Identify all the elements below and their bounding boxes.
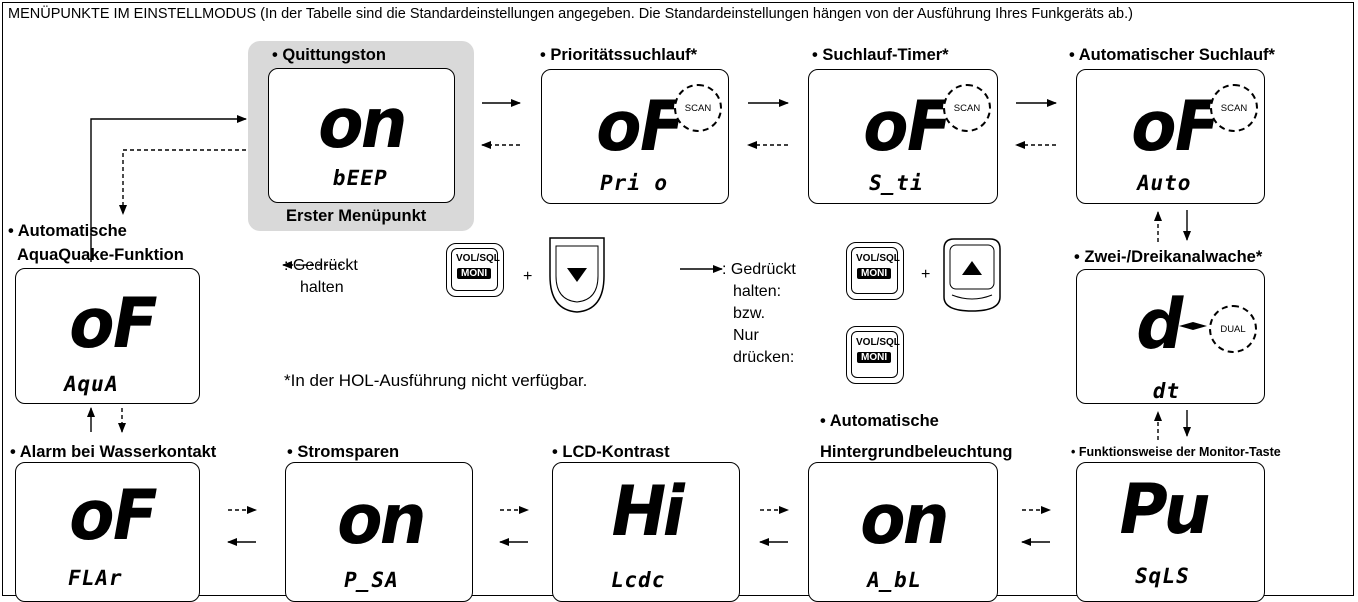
scan-badge-prio: SCAN bbox=[674, 84, 722, 132]
display-quittungston: on bEEP bbox=[268, 68, 455, 203]
legend-solid-label-3: bzw. bbox=[733, 305, 766, 322]
dual-badge: DUAL bbox=[1209, 305, 1257, 353]
legend-solid-label-4: Nur bbox=[733, 327, 759, 344]
display-alarm: oF FLAr bbox=[15, 462, 200, 602]
legend-dashed-label-2: halten bbox=[300, 279, 344, 296]
title-prio: • Prioritätssuchlauf* bbox=[540, 46, 698, 64]
display-power: on P_SA bbox=[285, 462, 473, 602]
display-timer: oF S_ti SCAN bbox=[808, 69, 998, 204]
arrow-dashed-from-first bbox=[119, 149, 246, 215]
dual-indicator-icon bbox=[1179, 322, 1207, 330]
title-backlight-2: Hintergrundbeleuchtung bbox=[820, 443, 1013, 461]
legend-solid-label-2: halten: bbox=[733, 283, 782, 300]
display-prio: oF Pri o SCAN bbox=[541, 69, 729, 204]
plus-sign-2: + bbox=[921, 266, 931, 283]
up-key-icon bbox=[942, 237, 1002, 313]
title-backlight-1: • Automatische bbox=[820, 412, 939, 430]
arrow-solid-to-first bbox=[90, 115, 247, 262]
display-monitor: Pu SqLS bbox=[1076, 462, 1265, 602]
display-auto-scan: oF Auto SCAN bbox=[1076, 69, 1265, 204]
title-monitor: • Funktionsweise der Monitor-Taste bbox=[1071, 445, 1281, 459]
down-key-icon bbox=[548, 236, 606, 314]
title-contrast: • LCD-Kontrast bbox=[552, 443, 670, 461]
display-aqua: oF AquA bbox=[15, 268, 200, 404]
plus-sign-1: + bbox=[523, 268, 533, 285]
title-aqua-2: AquaQuake-Funktion bbox=[17, 246, 184, 264]
title-aqua-1: • Automatische bbox=[8, 222, 127, 240]
title-alarm: • Alarm bei Wasserkontakt bbox=[10, 443, 217, 461]
display-dual: d dt DUAL bbox=[1076, 269, 1265, 404]
title-dual: • Zwei-/Dreikanalwache* bbox=[1074, 248, 1263, 266]
legend-solid-label-5: drücken: bbox=[733, 349, 795, 366]
vol-sql-moni-key-2: VOL/SQL MONI bbox=[846, 242, 904, 300]
title-auto-scan: • Automatischer Suchlauf* bbox=[1069, 46, 1275, 64]
header-text: MENÜPUNKTE IM EINSTELLMODUS (In der Tabe… bbox=[8, 6, 1133, 22]
title-quittungston: • Quittungston bbox=[272, 46, 386, 64]
footnote: *In der HOL-Ausführung nicht verfügbar. bbox=[284, 371, 588, 390]
display-backlight: on A_bL bbox=[808, 462, 998, 602]
scan-badge-auto-scan: SCAN bbox=[1210, 84, 1258, 132]
vol-sql-moni-key-1: VOL/SQL MONI bbox=[446, 243, 504, 297]
display-contrast: Hi Lcdc bbox=[552, 462, 740, 602]
title-timer: • Suchlauf-Timer* bbox=[812, 46, 949, 64]
vol-sql-moni-key-3: VOL/SQL MONI bbox=[846, 326, 904, 384]
label-first-item: Erster Menüpunkt bbox=[286, 207, 427, 225]
title-power: • Stromsparen bbox=[287, 443, 400, 461]
scan-badge-timer: SCAN bbox=[943, 84, 991, 132]
legend-solid-label-1: : Gedrückt bbox=[722, 261, 796, 278]
